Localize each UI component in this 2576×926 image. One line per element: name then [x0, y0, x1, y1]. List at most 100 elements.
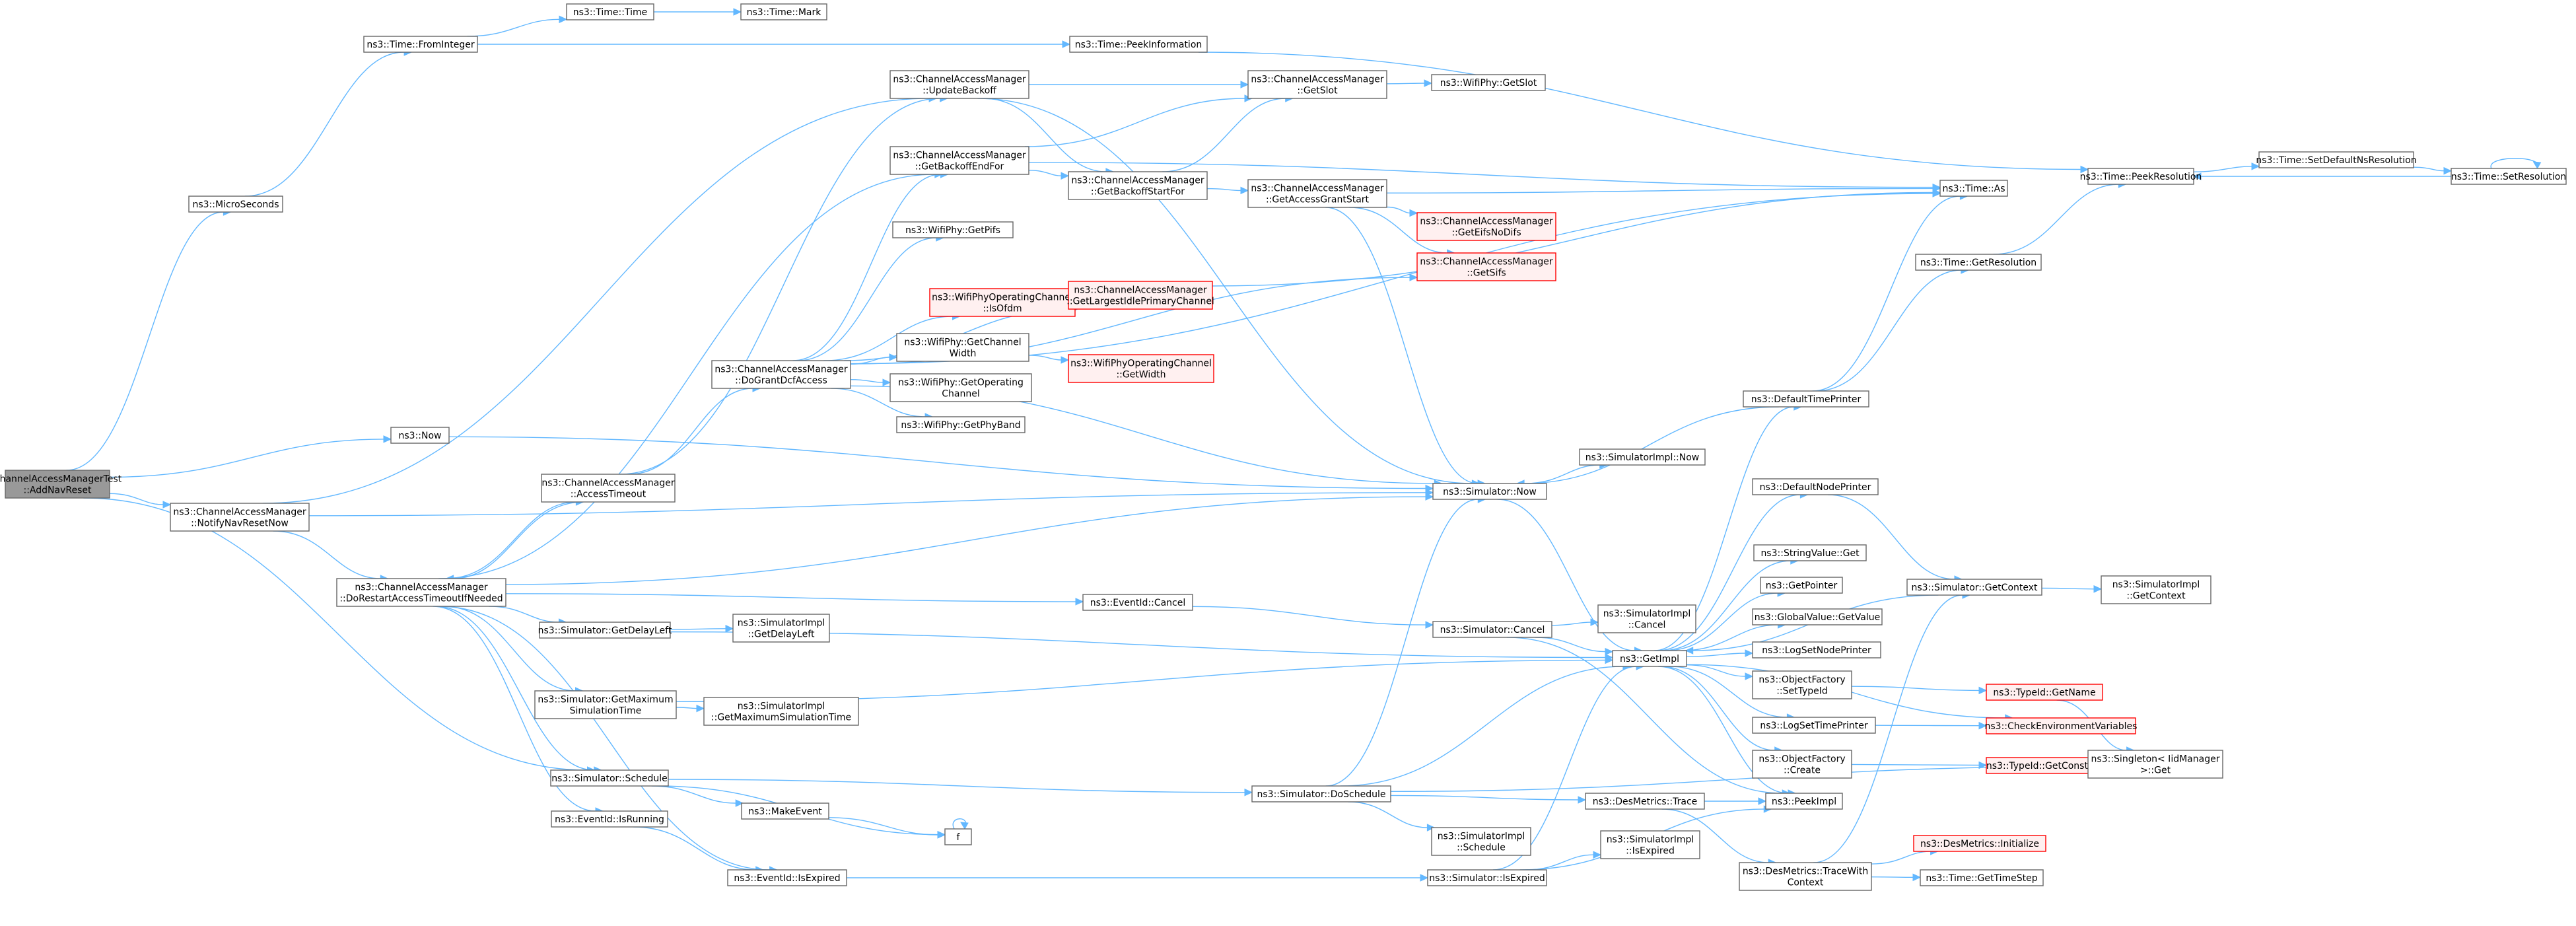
node-timetime[interactable]: ns3::Time::Time	[566, 3, 654, 20]
node-box	[1752, 478, 1879, 495]
node-getbackstart[interactable]: ns3::ChannelAccessManager::GetBackoffSta…	[1068, 171, 1208, 200]
node-box	[732, 614, 830, 643]
node-isofdm[interactable]: ns3::WifiPhyOperatingChannel::IsOfdm	[929, 288, 1076, 317]
node-box	[727, 869, 847, 886]
node-label-line: ns3::GlobalValue::GetValue	[1755, 612, 1880, 623]
edge-eventisrunning-to-eventisexpired	[633, 826, 764, 874]
node-label-line: ns3::WifiPhy::GetOperating	[898, 378, 1024, 388]
node-eventcancel[interactable]: ns3::EventId::Cancel	[1082, 594, 1193, 611]
node-peekinfo[interactable]: ns3::Time::PeekInformation	[1069, 36, 1208, 53]
node-getwidth[interactable]: ns3::WifiPhyOperatingChannel::GetWidth	[1068, 354, 1214, 383]
node-getphyband[interactable]: ns3::WifiPhy::GetPhyBand	[896, 416, 1026, 433]
node-box	[1247, 70, 1387, 99]
node-typeidgetname[interactable]: ns3::TypeId::GetName	[1986, 684, 2103, 701]
node-peekres[interactable]: ns3::Time::PeekResolution	[2080, 168, 2202, 185]
node-timeas[interactable]: ns3::Time::As	[1939, 180, 2008, 197]
edge-simdoschedule-to-simischedule	[1348, 801, 1436, 832]
node-label-line: ns3::Simulator::GetContext	[1911, 583, 2038, 593]
node-drat[interactable]: ns3::ChannelAccessManager::DoRestartAcce…	[336, 578, 506, 607]
node-getpifs[interactable]: ns3::WifiPhy::GetPifs	[892, 221, 1014, 238]
node-simdoschedule[interactable]: ns3::Simulator::DoSchedule	[1251, 785, 1391, 802]
node-getsifs[interactable]: ns3::ChannelAccessManager::GetSifs	[1416, 252, 1556, 281]
node-simschedule[interactable]: ns3::Simulator::Schedule	[550, 769, 669, 787]
node-simgetdelay[interactable]: ns3::Simulator::GetDelayLeft	[538, 622, 672, 639]
node-geteifs[interactable]: ns3::ChannelAccessManager::GetEifsNoDifs	[1416, 212, 1556, 241]
node-eventisexpired[interactable]: ns3::EventId::IsExpired	[727, 869, 847, 886]
node-deftimeprinter[interactable]: ns3::DefaultTimePrinter	[1743, 390, 1869, 408]
node-wifigetslot[interactable]: ns3::WifiPhy::GetSlot	[1431, 74, 1546, 91]
node-checkenv[interactable]: ns3::CheckEnvironmentVariables	[1985, 717, 2138, 734]
node-label-line: ns3::ChannelAccessManager	[1251, 75, 1384, 85]
node-simigetctx[interactable]: ns3::SimulatorImpl::GetContext	[2101, 575, 2211, 604]
node-box	[1752, 717, 1876, 734]
node-box	[1986, 717, 2136, 734]
node-label-line: ::SetTypeId	[1776, 686, 1828, 697]
edge-drat-to-eventcancel	[505, 593, 1084, 606]
node-getimpl[interactable]: ns3::GetImpl	[1612, 650, 1687, 667]
node-getslot[interactable]: ns3::ChannelAccessManager::GetSlot	[1247, 70, 1387, 99]
node-simcancel[interactable]: ns3::Simulator::Cancel	[1432, 621, 1552, 638]
node-box	[1915, 254, 2042, 271]
node-globalval[interactable]: ns3::GlobalValue::GetValue	[1752, 608, 1883, 625]
node-strvalget[interactable]: ns3::StringValue::Get	[1753, 544, 1867, 561]
edge-notifynav-to-drat	[273, 530, 389, 583]
edge-deftimeprinter-to-timeas	[1812, 192, 1968, 392]
node-objfaccreate[interactable]: ns3::ObjectFactory::Create	[1752, 750, 1852, 779]
node-setres[interactable]: ns3::Time::SetResolution	[2451, 168, 2567, 185]
node-objfacset[interactable]: ns3::ObjectFactory::SetTypeId	[1752, 670, 1852, 699]
node-peekimpl[interactable]: ns3::PeekImpl	[1765, 793, 1843, 810]
node-simgetctx[interactable]: ns3::Simulator::GetContext	[1906, 579, 2042, 596]
edge-logsettime-to-checkenv	[1875, 721, 1988, 730]
node-simisexpired[interactable]: ns3::Simulator::IsExpired	[1427, 869, 1547, 886]
node-f[interactable]: f	[944, 828, 972, 845]
edge-getimpl-to-objfacset	[1686, 664, 1754, 680]
node-setdefres[interactable]: ns3::Time::SetDefaultNsResolution	[2256, 151, 2417, 168]
node-timemark[interactable]: ns3::Time::Mark	[740, 3, 827, 20]
node-eventisrunning[interactable]: ns3::EventId::IsRunning	[551, 810, 668, 828]
node-notifynav[interactable]: ns3::ChannelAccessManager::NotifyNavRese…	[170, 503, 310, 532]
node-getaccgrant[interactable]: ns3::ChannelAccessManager::GetAccessGran…	[1247, 179, 1387, 208]
node-fromint[interactable]: ns3::Time::FromInteger	[363, 36, 478, 53]
node-getres[interactable]: ns3::Time::GetResolution	[1915, 254, 2042, 271]
node-simigetmax[interactable]: ns3::SimulatorImpl::GetMaximumSimulation…	[703, 697, 859, 726]
node-logsettime[interactable]: ns3::LogSetTimePrinter	[1752, 717, 1876, 734]
node-simiisexpired[interactable]: ns3::SimulatorImpl::IsExpired	[1600, 830, 1700, 859]
edge-simgetctx-to-simigetctx	[2041, 585, 2103, 593]
node-box	[5, 470, 110, 499]
node-siminow[interactable]: ns3::SimulatorImpl::Now	[1579, 448, 1706, 466]
node-micro[interactable]: ns3::MicroSeconds	[188, 196, 283, 213]
node-label-line: ns3::WifiPhyOperatingChannel	[1070, 359, 1212, 369]
edge-desmtrace-to-peekimpl	[1704, 797, 1767, 805]
node-acctimeout[interactable]: ns3::ChannelAccessManager::AccessTimeout	[541, 474, 676, 503]
node-getpointer[interactable]: ns3::GetPointer	[1760, 577, 1843, 594]
node-label-line: ns3::EventId::IsExpired	[734, 873, 840, 884]
node-getlargest[interactable]: ns3::ChannelAccessManager::GetLargestIdl…	[1066, 281, 1214, 310]
edge-simdoschedule-to-getimpl	[1340, 662, 1632, 787]
node-now[interactable]: ns3::Now	[390, 427, 450, 444]
node-box	[1247, 179, 1387, 208]
node-box	[1913, 835, 2046, 852]
node-logsetnode[interactable]: ns3::LogSetNodePrinter	[1752, 641, 1881, 659]
node-singleton[interactable]: ns3::Singleton< IidManager >::Get	[2087, 750, 2223, 779]
node-simigetdelay[interactable]: ns3::SimulatorImpl::GetDelayLeft	[732, 614, 830, 643]
node-dogrant[interactable]: ns3::ChannelAccessManager::DoGrantDcfAcc…	[711, 360, 851, 389]
node-box	[550, 769, 669, 787]
node-simicancel[interactable]: ns3::SimulatorImpl::Cancel	[1597, 604, 1696, 633]
node-label-line: ::GetDelayLeft	[748, 629, 815, 640]
node-simnow[interactable]: ns3::Simulator::Now	[1432, 483, 1547, 500]
node-desminit[interactable]: ns3::DesMetrics::Initialize	[1913, 835, 2046, 852]
node-defnodeprinter[interactable]: ns3::DefaultNodePrinter	[1752, 478, 1879, 495]
node-getbackend[interactable]: ns3::ChannelAccessManager::GetBackoffEnd…	[889, 146, 1029, 175]
node-updbackoff[interactable]: ns3::ChannelAccessManager::UpdateBackoff	[889, 70, 1029, 99]
node-box	[1765, 793, 1843, 810]
node-desmtrace[interactable]: ns3::DesMetrics::Trace	[1585, 793, 1705, 810]
node-simgetmax[interactable]: ns3::Simulator::GetMaximumSimulationTime	[534, 690, 677, 719]
node-makeevent[interactable]: ns3::MakeEvent	[741, 802, 829, 820]
node-simischedule[interactable]: ns3::SimulatorImpl::Schedule	[1431, 827, 1531, 856]
node-label-line: ns3::Time::As	[1942, 184, 2005, 194]
node-label-line: ns3::Time::Mark	[747, 7, 822, 18]
node-timegetstep[interactable]: ns3::Time::GetTimeStep	[1920, 869, 2044, 886]
